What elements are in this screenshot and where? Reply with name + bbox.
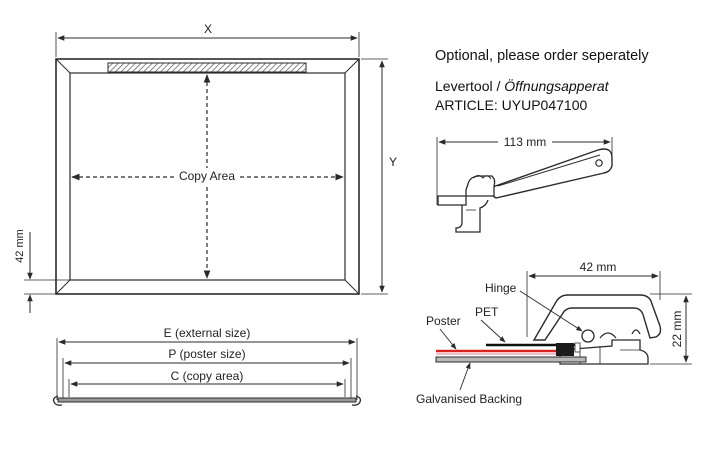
frame-front-view: X Copy Area Y 42 mm bbox=[14, 22, 397, 313]
e-size-label: E (external size) bbox=[164, 326, 251, 340]
p-size-label: P (poster size) bbox=[168, 347, 245, 361]
levertool-length-label: 113 mm bbox=[504, 135, 546, 149]
side-profile-right-cap bbox=[351, 395, 362, 406]
side-profile-bar bbox=[57, 397, 357, 403]
profile-cross-section: 42 mm 22 mm Hinge PET Poster bbox=[416, 260, 692, 406]
hanger-bar bbox=[107, 62, 307, 73]
hinge-label: Hinge bbox=[485, 281, 517, 295]
hinge-leader bbox=[519, 290, 583, 332]
poster-label: Poster bbox=[426, 314, 461, 328]
hinge-joint bbox=[581, 329, 595, 343]
levertool-name-german: Öffnungsapperat bbox=[504, 78, 609, 94]
levertool-name: Levertool / Öffnungsapperat bbox=[435, 78, 609, 94]
profile-snap-cover bbox=[532, 294, 662, 341]
side-profile-left-cap bbox=[52, 395, 63, 406]
frame-side-view: E (external size) P (poster size) C (cop… bbox=[52, 326, 362, 406]
poster-leader bbox=[439, 328, 457, 350]
levertool-name-prefix: Levertool / bbox=[435, 78, 505, 94]
lever-foot bbox=[455, 199, 489, 233]
c-size-label: C (copy area) bbox=[171, 369, 244, 383]
frame-outer-edge bbox=[55, 58, 360, 295]
profile-height-label: 22 mm bbox=[670, 311, 684, 348]
frame-inner-edge bbox=[69, 72, 346, 281]
y-dimension-label: Y bbox=[389, 155, 397, 169]
lever-pivot-hole bbox=[595, 159, 603, 167]
border-dimension-label: 42 mm bbox=[14, 229, 26, 263]
backing-leader bbox=[459, 362, 471, 391]
lever-arm bbox=[482, 148, 613, 199]
galvanised-backing bbox=[435, 356, 587, 363]
levertool-drawing: 113 mm bbox=[436, 135, 613, 233]
x-dimension-label: X bbox=[204, 22, 212, 36]
pet-leader bbox=[480, 319, 506, 343]
profile-width-label: 42 mm bbox=[580, 260, 617, 274]
backing-label: Galvanised Backing bbox=[416, 392, 522, 406]
lever-clamp bbox=[437, 175, 496, 206]
profile-clip-block bbox=[556, 343, 574, 356]
copy-area-label: Copy Area bbox=[179, 169, 235, 183]
levertool-article-number: ARTICLE: UYUP047100 bbox=[435, 97, 588, 113]
pet-label: PET bbox=[475, 305, 499, 319]
optional-order-note: Optional, please order seperately bbox=[435, 48, 649, 64]
